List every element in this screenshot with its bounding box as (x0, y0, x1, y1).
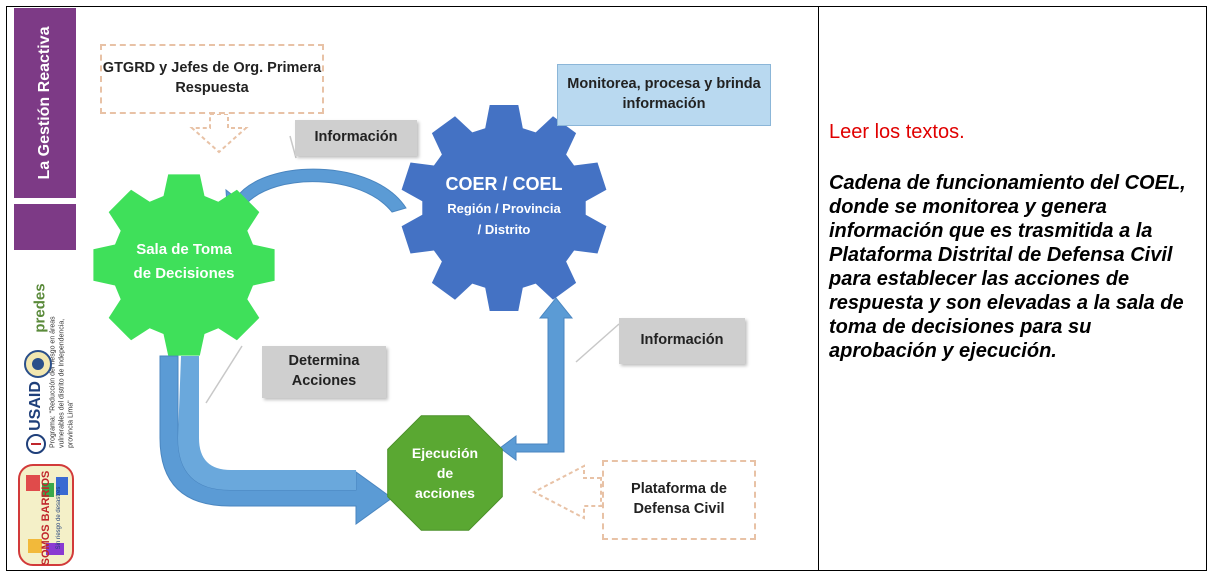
usaid-seal-icon (26, 434, 46, 454)
ejecucion-to-coer-arrow (499, 297, 574, 461)
sala-label-line-2: de Decisiones (133, 265, 235, 282)
monitorea-box: Monitorea, procesa y brinda información (557, 64, 771, 126)
ejecucion-label-1: Ejecución (411, 445, 479, 461)
page-frame (6, 6, 1207, 571)
description-text: Cadena de funcionamiento del COEL, donde… (829, 172, 1186, 362)
ejecucion-octagon (387, 415, 503, 531)
gtgrd-down-arrow (189, 113, 249, 154)
somos-barrios-logo (18, 464, 74, 566)
informacion-top-box: Información (295, 120, 417, 156)
sidebar-title-band: La Gestión Reactiva (14, 8, 76, 198)
sala-label-line-1: Sala de Toma (136, 241, 232, 258)
ejecucion-label-2: de (436, 465, 454, 481)
column-divider (818, 6, 819, 571)
slide-image: La Gestión Reactiva 4 predes Programa: "… (14, 8, 796, 568)
determina-box: Determina Acciones (262, 346, 386, 398)
diagram-canvas (93, 105, 620, 531)
sala-to-ejecucion-arrow-body (178, 356, 356, 490)
coer-subtitle-1: Región / Provincia (447, 201, 561, 216)
plataforma-left-arrow (531, 464, 602, 520)
sala-gear-shape (93, 174, 275, 356)
instruction-text: Leer los textos. (829, 121, 965, 143)
sala-gear (93, 174, 275, 356)
coer-gear (401, 105, 607, 311)
plataforma-box: Plataforma de Defensa Civil (602, 460, 756, 540)
coer-gear-shape (401, 105, 607, 311)
coer-subtitle-2: / Distrito (477, 222, 531, 237)
informacion-right-pointer-line (575, 323, 620, 363)
determina-pointer-line (205, 345, 243, 404)
coer-title: COER / COEL (445, 174, 563, 194)
informacion-right-box: Información (619, 318, 745, 364)
ejecucion-label-3: acciones (415, 485, 475, 501)
government-seal-icon (24, 350, 52, 378)
gtgrd-box: GTGRD y Jefes de Org. Primera Respuesta (100, 44, 324, 114)
sidebar-number-band: 4 (14, 204, 76, 432)
